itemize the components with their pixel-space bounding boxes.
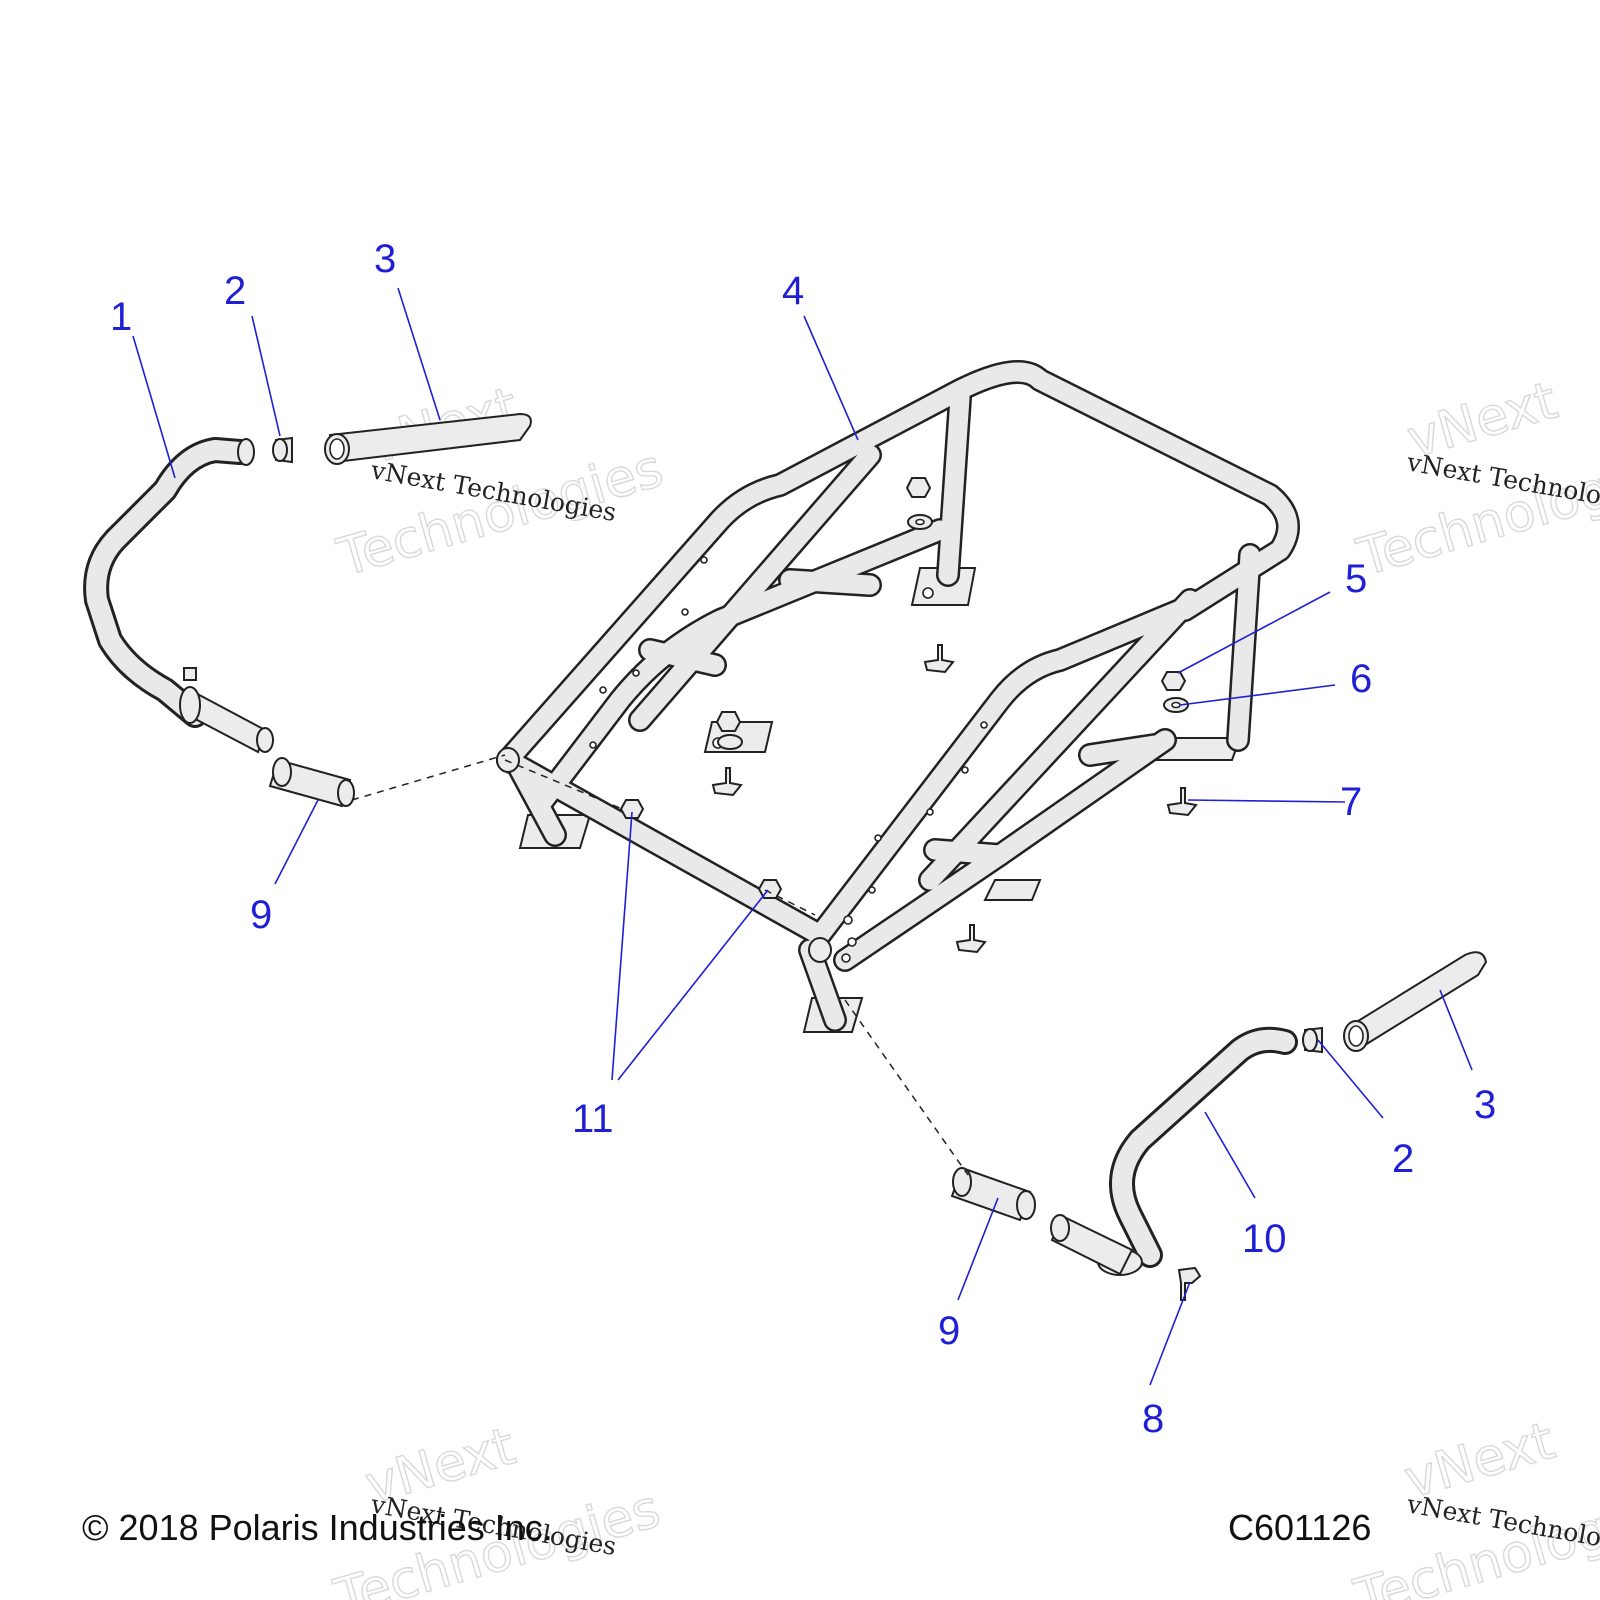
washer-icon	[717, 734, 743, 750]
callout-11: 11	[572, 1097, 614, 1141]
bolt-icon	[711, 767, 743, 797]
callout-4: 4	[782, 269, 804, 313]
left-assembly	[83, 412, 532, 808]
watermark-bottom-right: vNext Technologies	[1347, 1410, 1600, 1600]
nut-icon	[715, 711, 742, 732]
screw-icon	[1177, 1266, 1202, 1301]
callout-9: 9	[938, 1309, 960, 1353]
callout-3: 3	[1474, 1083, 1496, 1127]
callout-8: 8	[1142, 1397, 1164, 1441]
nut-icon	[1160, 671, 1187, 691]
callout-2: 2	[224, 269, 246, 313]
nut-icon	[757, 879, 783, 899]
figure-code: C601126	[1228, 1507, 1371, 1548]
right-grip	[1343, 951, 1488, 1052]
footer: © 2018 Polaris Industries Inc. C601126	[82, 1507, 1371, 1548]
bolt-icon	[955, 924, 987, 954]
right-sleeve	[950, 1166, 1036, 1222]
frame-tubes-fill	[498, 362, 1298, 1030]
watermark-left: vNext Technologies	[330, 375, 670, 589]
copyright-text: © 2018 Polaris Industries Inc.	[82, 1507, 553, 1548]
callout-5: 5	[1345, 557, 1367, 601]
bolt-icon	[923, 644, 955, 674]
leader-lines	[132, 287, 1473, 1386]
callout-labels: 1 2 2 3 3 4 5 6 7 8 9 9 10 11	[110, 237, 1496, 1441]
callout-10: 10	[1242, 1217, 1287, 1261]
callout-3: 3	[374, 237, 396, 281]
callout-9: 9	[250, 893, 272, 937]
rack-frame	[496, 360, 1300, 1033]
left-grip-top	[324, 412, 532, 465]
nut-icon	[905, 477, 932, 498]
nut-icon	[619, 799, 645, 819]
alignment-lines	[351, 754, 969, 1176]
right-end-cap	[1302, 1026, 1323, 1054]
callout-1: 1	[110, 295, 132, 339]
left-sleeve	[268, 757, 355, 808]
callout-6: 6	[1350, 657, 1372, 701]
left-end-cap	[272, 436, 293, 464]
hardware	[619, 477, 1202, 1301]
callout-7: 7	[1340, 780, 1362, 824]
watermark-bottom-left: vNext Technologies	[327, 1416, 667, 1600]
right-assembly	[950, 951, 1488, 1276]
rail-holes	[589, 556, 988, 963]
bolt-icon	[1166, 787, 1198, 817]
callout-2: 2	[1392, 1137, 1414, 1181]
